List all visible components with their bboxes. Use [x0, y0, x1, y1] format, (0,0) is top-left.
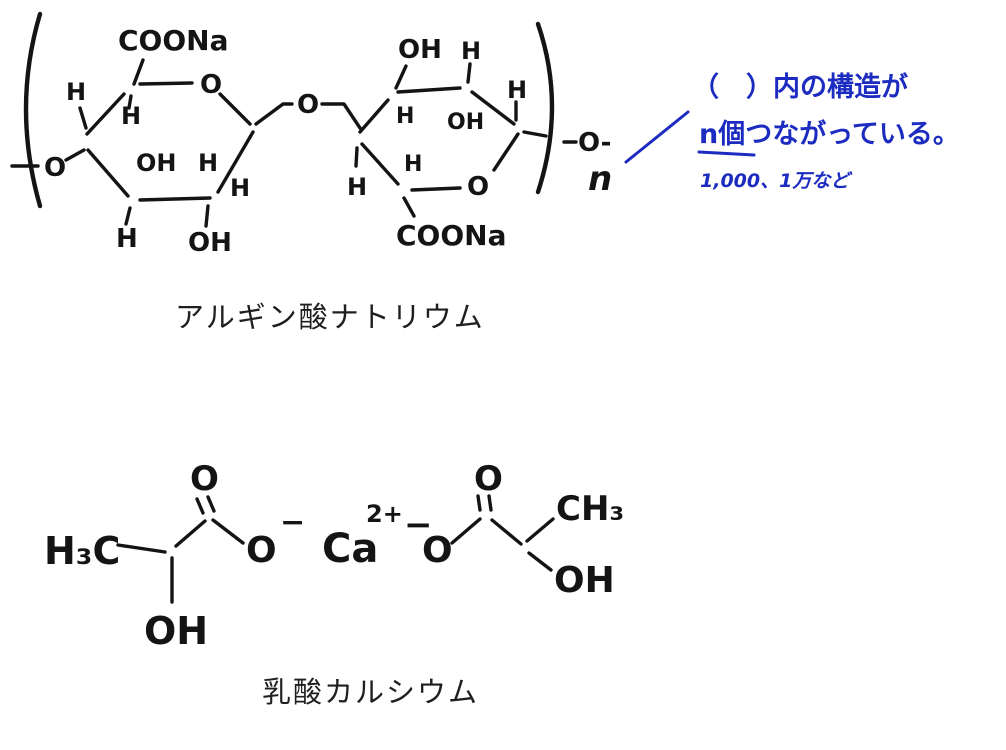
group-label-oh: OH: [447, 110, 484, 135]
annotation-line3: 1,000、1万など: [700, 170, 853, 192]
alginate-structure: O H COONa H O OH H H H OH O H OH H H OH …: [10, 11, 612, 334]
group-label-oh: OH: [144, 609, 208, 653]
atom-label-h: H: [507, 76, 527, 104]
charge-label-minus: −: [404, 505, 433, 545]
atom-label-o-double: O: [474, 459, 503, 499]
repeat-subscript-n: n: [588, 159, 612, 199]
atom-label-o-minus: O: [246, 530, 277, 571]
annotation-line1: （ ）内の構造が: [692, 71, 908, 103]
left-parenthesis: [23, 11, 43, 209]
atom-label-h: H: [116, 224, 138, 254]
charge-label-2plus: 2+: [366, 500, 403, 528]
lactate-structure: H₃C O O − OH Ca 2+ − O O CH₃ OH 乳酸カルシウム: [44, 459, 624, 709]
group-label-coona-bottom: COONa: [396, 219, 506, 252]
group-label-oh: OH: [554, 560, 615, 601]
atom-label-h: H: [396, 104, 414, 129]
charge-label-minus: −: [280, 505, 305, 540]
atom-label-h: H: [121, 102, 141, 130]
atom-label-o-chain: O: [44, 153, 66, 183]
atom-label-o-double: O: [190, 459, 219, 499]
group-label-oh: OH: [136, 149, 177, 177]
annotation-pointer-line: [624, 110, 690, 164]
group-label-coona-top: COONa: [118, 24, 228, 57]
atom-label-o-end: O-: [578, 128, 611, 158]
blue-annotation: （ ）内の構造が n個つながっている。 1,000、1万など: [624, 71, 960, 192]
atom-label-ring-o-left: O: [200, 70, 222, 100]
alginate-caption: アルギン酸ナトリウム: [175, 300, 485, 334]
atom-label-h: H: [461, 37, 481, 65]
atom-label-bridge-o: O: [297, 90, 319, 120]
group-label-h3c: H₃C: [44, 529, 120, 573]
group-label-oh: OH: [398, 35, 442, 65]
lactate-caption: 乳酸カルシウム: [262, 675, 479, 709]
annotation-line2: n個つながっている。: [699, 118, 960, 150]
group-label-oh: OH: [188, 228, 232, 258]
atom-label-h: H: [66, 78, 86, 106]
right-parenthesis: [535, 21, 555, 195]
atom-label-h: H: [404, 152, 422, 177]
alginate-bonds: [10, 58, 578, 228]
atom-label-h: H: [198, 149, 218, 177]
annotation-underline: [697, 150, 756, 157]
atom-label-h: H: [347, 173, 367, 201]
atom-label-o-minus: O: [422, 530, 453, 571]
atom-label-ring-o-right: O: [467, 172, 489, 202]
atom-label-ca: Ca: [322, 526, 378, 572]
lactate-bonds: [116, 494, 555, 604]
atom-label-h: H: [230, 174, 250, 202]
group-label-ch3: CH₃: [556, 489, 624, 529]
